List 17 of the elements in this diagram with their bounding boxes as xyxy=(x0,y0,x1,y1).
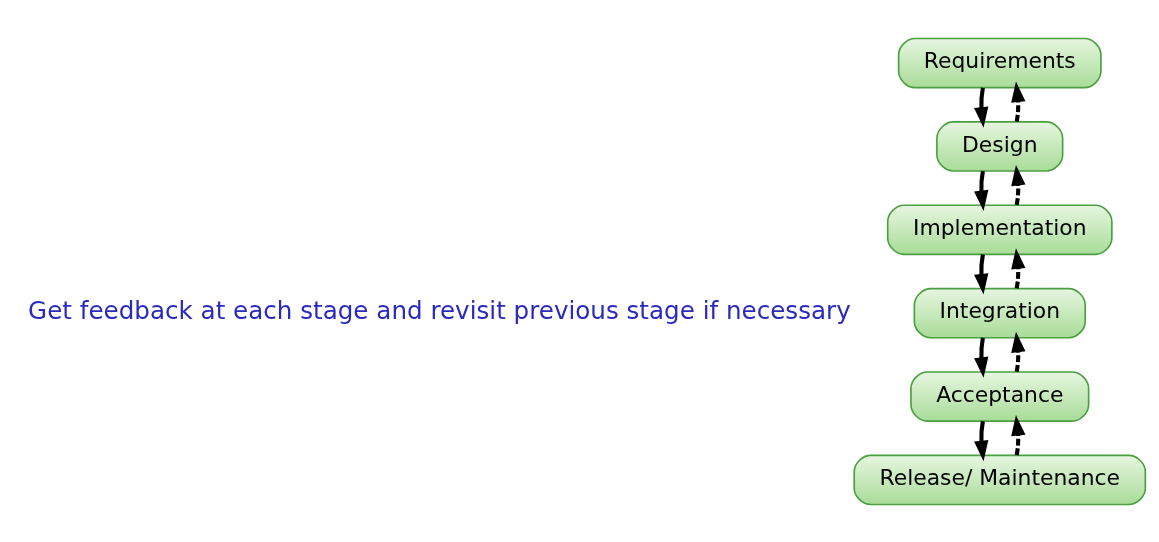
node-box: Implementation xyxy=(886,203,1113,255)
label: Get feedback at each stage and revisit previous stage if necessary xyxy=(28,295,851,325)
node-box: Requirements xyxy=(897,37,1102,88)
node-box: Release/ Maintenance xyxy=(853,454,1147,505)
arrow xyxy=(974,170,989,211)
arrow xyxy=(1011,81,1026,122)
arrow xyxy=(974,337,989,378)
node-box: Acceptance xyxy=(910,370,1090,422)
arrow xyxy=(1011,247,1026,289)
node-box: Design xyxy=(936,120,1064,172)
arrow xyxy=(1011,414,1026,455)
arrow xyxy=(974,253,989,294)
node-box: Integration xyxy=(913,287,1086,339)
arrow xyxy=(974,86,989,128)
arrow xyxy=(1011,331,1026,372)
arrow xyxy=(1011,164,1026,205)
arrow xyxy=(974,420,989,461)
